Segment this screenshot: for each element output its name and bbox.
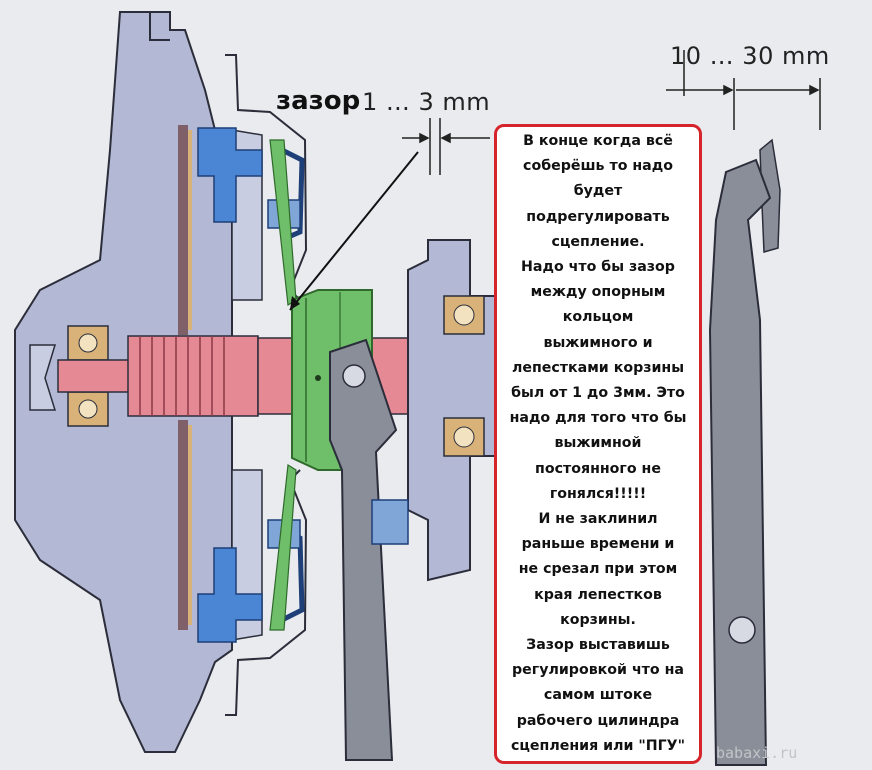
friction-disc: [178, 125, 192, 630]
instruction-note: В конце когда всё соберёшь то надо будет по…: [494, 124, 702, 764]
note-line: постоянного не: [535, 460, 661, 477]
diaphragm-petals: [269, 139, 297, 631]
note-line: В конце когда всё: [523, 133, 673, 149]
note-line: выжимной: [554, 435, 642, 452]
note-line: будет: [573, 183, 623, 200]
note-line: гонялся!!!!!: [549, 485, 647, 502]
gap-pointer-arrow: [289, 151, 419, 311]
gap-dimension-marks: [402, 118, 490, 175]
note-line: лепестками корзины: [511, 359, 685, 376]
note-line: Надо что бы зазор: [521, 259, 675, 276]
release-fork: [329, 338, 409, 761]
note-line: регулировкой что на: [512, 662, 684, 679]
note-line: края лепестков: [534, 586, 662, 603]
travel-range-label: 10 … 30 mm: [670, 42, 830, 70]
note-line: был от 1 до 3мм. Это: [511, 385, 685, 402]
note-line: надо для того что бы: [509, 410, 687, 427]
travel-dimension-marks: [666, 50, 821, 130]
note-line: рабочего цилиндра: [516, 712, 680, 729]
clutch-lever: [708, 138, 781, 766]
note-line: И не заклинил: [538, 511, 658, 528]
pilot-bearing: [67, 325, 109, 427]
note-line: сцепления или "ПГУ": [510, 737, 685, 754]
note-line: кольцом: [562, 309, 634, 326]
gearbox-housing: [407, 239, 497, 582]
gap-range-label: 1 … 3 mm: [362, 88, 491, 116]
gap-label: зазор: [276, 86, 361, 116]
note-line: соберёшь то надо: [523, 158, 673, 175]
note-line: выжимного и: [543, 334, 653, 351]
note-line: подрегулировать: [526, 208, 670, 225]
note-line: сцепление.: [551, 233, 645, 250]
note-line: раньше времени и: [521, 536, 675, 553]
note-line: корзины.: [560, 611, 636, 628]
watermark: babaxi.ru: [716, 744, 798, 762]
note-line: Зазор выставишь: [526, 637, 670, 654]
note-line: самом штоке: [543, 687, 653, 704]
note-line: не срезал при этом: [518, 561, 678, 578]
note-line: между опорным: [530, 284, 666, 301]
